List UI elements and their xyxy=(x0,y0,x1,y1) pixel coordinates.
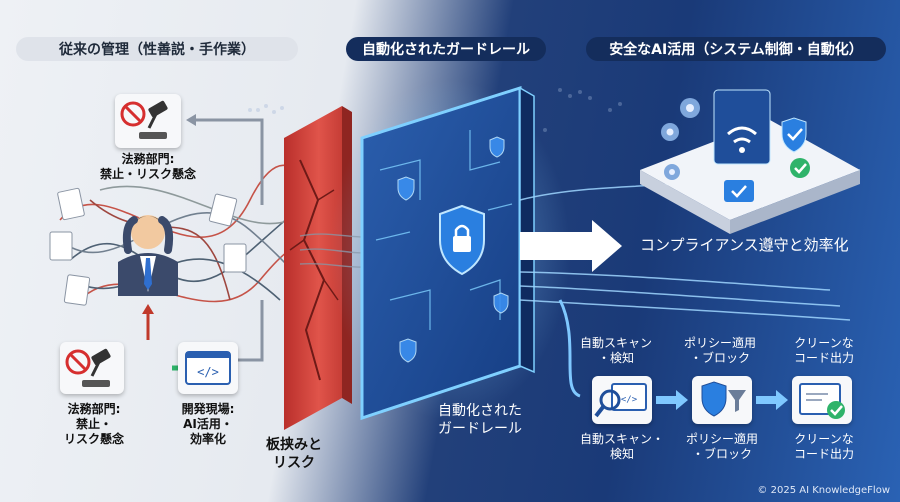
automation-platform xyxy=(640,89,860,234)
step-card-clean xyxy=(792,376,852,424)
step-label-bottom-3: クリーンな コード出力 xyxy=(793,432,854,461)
wall-caption: 板挟みと リスク xyxy=(266,437,322,471)
person-stressed-icon xyxy=(118,215,178,296)
gavel-icon xyxy=(65,348,111,387)
legal-card-bottom xyxy=(60,342,124,394)
step-card-scan: </> xyxy=(592,376,652,424)
check-icon xyxy=(827,401,845,419)
gavel-icon xyxy=(120,100,168,139)
copyright: © 2025 AI KnowledgeFlow xyxy=(757,485,890,496)
dev-site-card: </> xyxy=(178,342,238,394)
arrow-from-dev xyxy=(238,300,264,362)
svg-text:</>: </> xyxy=(621,395,638,405)
tangled-lines xyxy=(59,164,313,303)
wifi-icon xyxy=(727,126,757,144)
step-label-bottom-1: 自動スキャン・ 検知 xyxy=(579,432,664,461)
step-label-top-3: クリーンな コード出力 xyxy=(793,336,854,365)
magnifier-icon: </> xyxy=(594,383,647,418)
step-card-policy xyxy=(692,376,752,424)
document-icon xyxy=(49,187,247,306)
shield-lock-icon xyxy=(439,204,485,276)
guardrail-caption: 自動化された ガードレール xyxy=(438,403,522,437)
guardrail-panel xyxy=(360,85,535,421)
check-icon xyxy=(724,158,810,202)
step-label-top-1: 自動スキャン ・検知 xyxy=(579,336,652,365)
legal-card-top xyxy=(115,94,181,148)
legal-label-bottom: 法務部門: 禁止・ リスク懸念 xyxy=(63,402,124,446)
svg-text:</>: </> xyxy=(197,365,219,379)
code-window-icon: </> xyxy=(185,351,231,385)
step-label-bottom-2: ポリシー適用 ・ブロック xyxy=(685,432,758,461)
center-section-title: 自動化されたガードレール xyxy=(346,37,546,61)
legal-label-top: 法務部門: 禁止・リスク懸念 xyxy=(99,152,196,181)
compliance-label: コンプライアンス遵守と効率化 xyxy=(640,236,849,254)
right-section-title: 安全なAI活用（システム制御・自動化） xyxy=(586,37,886,61)
step-label-top-2: ポリシー適用 ・ブロック xyxy=(683,336,756,365)
world-map-dots xyxy=(248,88,622,132)
funnel-icon xyxy=(701,381,746,417)
step-arrows xyxy=(656,390,788,410)
left-section-title: 従来の管理（性善説・手作業） xyxy=(16,37,298,61)
code-window-icon xyxy=(799,383,845,419)
dev-site-label: 開発現場: AI活用・ 効率化 xyxy=(181,402,235,446)
prohibited-icon xyxy=(120,101,146,127)
arrow-to-legal xyxy=(194,118,264,205)
compliance-arrow xyxy=(520,220,622,272)
flow-to-steps xyxy=(558,299,581,398)
